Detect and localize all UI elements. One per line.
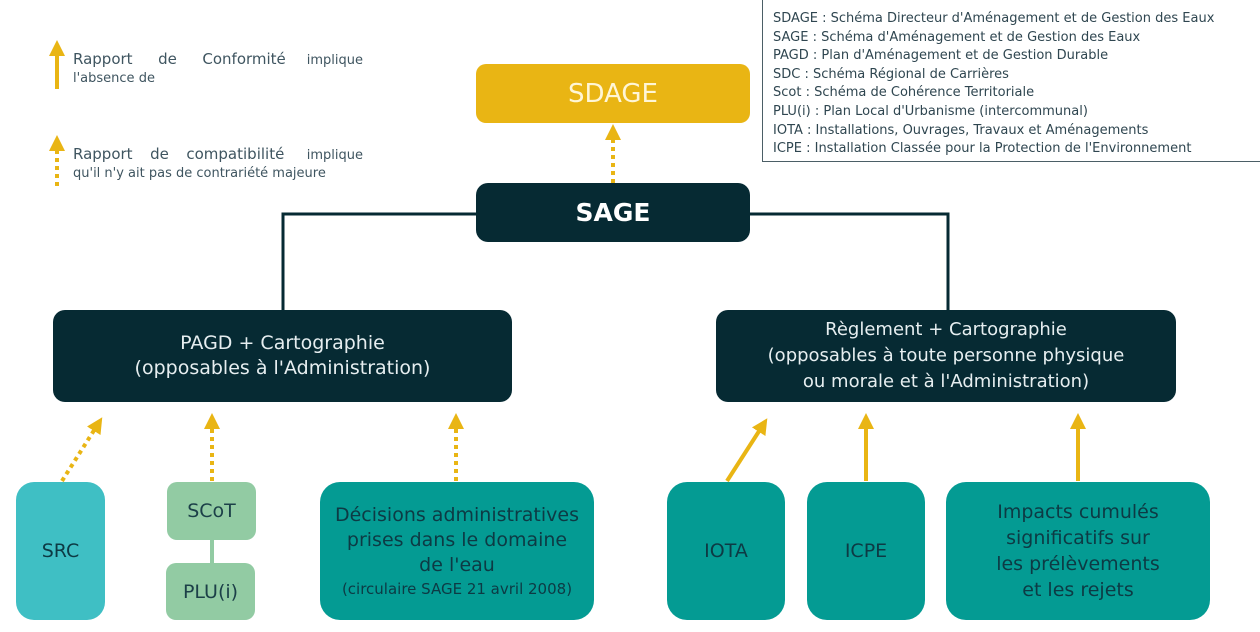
node-scot: SCoT [167, 482, 256, 540]
node-decisions-line3: de l'eau [419, 553, 495, 576]
node-impacts-line4: et les rejets [1022, 579, 1134, 601]
node-iota-label: IOTA [704, 540, 748, 562]
node-iota: IOTA [667, 482, 785, 620]
node-icpe-label: ICPE [844, 540, 888, 562]
node-icpe: ICPE [807, 482, 925, 620]
node-plu-label: PLU(i) [182, 580, 239, 603]
node-sage: SAGE [476, 183, 750, 242]
node-impacts-line1: Impacts cumulés [997, 501, 1159, 523]
node-reglement-line2: (opposables à toute personne physique [767, 345, 1125, 366]
legend-compatibility-title: Rapport de compatibilité [73, 145, 285, 163]
node-impacts: Impacts cumulés significatifs sur les pr… [946, 482, 1210, 620]
legend-conformity-title: Rapport de Conformité [73, 50, 286, 68]
node-reglement-line1: Règlement + Cartographie [825, 319, 1067, 340]
glossary-item: Scot : Schéma de Cohérence Territoriale [773, 85, 1035, 101]
glossary-item: SAGE : Schéma d'Aménagement et de Gestio… [773, 29, 1141, 45]
glossary-item: SDAGE : Schéma Directeur d'Aménagement e… [773, 11, 1215, 26]
node-reglement-line3: ou morale et à l'Administration) [802, 371, 1090, 392]
node-src-label: SRC [41, 540, 80, 562]
node-plu: PLU(i) [166, 563, 255, 620]
node-decisions-line2: prises dans le domaine [346, 528, 568, 551]
glossary-item: ICPE : Installation Classée pour la Prot… [773, 141, 1192, 157]
legend-compatibility-desc: qu'il n'y ait pas de contrariété majeure [73, 166, 326, 181]
legend-compatibility: Rapport de compatibilité implique qu'il … [73, 145, 363, 183]
node-impacts-line2: significatifs sur [1006, 527, 1150, 549]
connector-sage-to-pagd [281, 212, 476, 310]
node-pagd-line2: (opposables à l'Administration) [134, 357, 431, 379]
node-sage-label: SAGE [575, 198, 651, 227]
node-pagd: PAGD + Cartographie (opposables à l'Admi… [53, 310, 512, 402]
legend-conformity-desc: l'absence de [73, 71, 155, 86]
connector-sage-to-reglement [750, 212, 950, 310]
node-sdage: SDAGE [476, 64, 750, 123]
node-scot-label: SCoT [187, 500, 236, 522]
legend-compatibility-suffix: implique [306, 148, 363, 163]
glossary-item: SDC : Schéma Régional de Carrières [773, 66, 1009, 82]
glossary-box: SDAGE : Schéma Directeur d'Aménagement e… [762, 0, 1260, 162]
node-decisions-line1: Décisions administratives [334, 503, 579, 526]
glossary-item: PAGD : Plan d'Aménagement et de Gestion … [773, 48, 1109, 64]
arrow-src-to-pagd [60, 417, 103, 483]
glossary-item: IOTA : Installations, Ouvrages, Travaux … [773, 122, 1149, 138]
node-impacts-line3: les prélèvements [996, 553, 1160, 575]
legend-conformity-suffix: implique [306, 53, 363, 68]
node-decisions: Décisions administratives prises dans le… [320, 482, 594, 620]
glossary-item: PLU(i) : Plan Local d'Urbanisme (interco… [773, 103, 1088, 119]
node-src: SRC [16, 482, 105, 620]
arrow-iota-to-reglement [725, 418, 768, 483]
node-reglement: Règlement + Cartographie (opposables à t… [716, 310, 1176, 402]
node-decisions-note: (circulaire SAGE 21 avril 2008) [341, 579, 573, 598]
node-pagd-line1: PAGD + Cartographie [180, 332, 385, 354]
legend-conformity: Rapport de Conformité implique l'absence… [73, 50, 363, 88]
node-sdage-label: SDAGE [568, 78, 658, 109]
